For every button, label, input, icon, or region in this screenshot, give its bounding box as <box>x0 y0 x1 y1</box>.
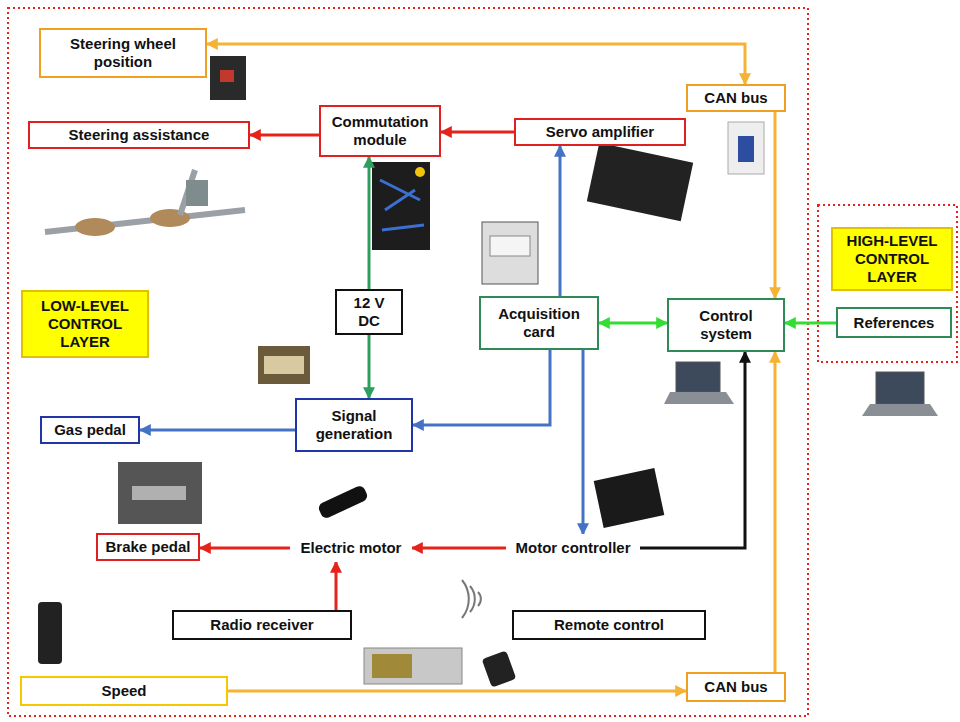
module-box: Commutation module <box>319 105 441 157</box>
rack-bar <box>45 210 245 232</box>
node-text: Gas pedal <box>54 421 126 439</box>
node-text: LOW-LEVEL CONTROL LAYER <box>29 297 141 351</box>
steering-sensor-photo <box>210 56 246 100</box>
signal-connector <box>774 112 777 298</box>
layer-label: LOW-LEVEL CONTROL LAYER <box>21 290 149 358</box>
signal-box: Signal generation <box>295 398 413 452</box>
laptop-screen <box>676 362 720 392</box>
pedal-box: Gas pedal <box>40 416 140 444</box>
motor-label-node: Electric motor <box>290 534 412 562</box>
signal-connector <box>140 429 295 432</box>
node-text: References <box>854 314 935 332</box>
power-module-photo <box>258 346 310 384</box>
control-box: Control system <box>667 298 785 352</box>
signal-connector <box>582 350 585 534</box>
node-text: 12 V DC <box>343 294 395 330</box>
node-text: Motor controller <box>516 539 631 557</box>
remote-box: Remote control <box>512 610 706 640</box>
signal-connector <box>441 131 514 134</box>
node-text: CAN bus <box>704 678 767 696</box>
pedals-photo <box>118 462 202 524</box>
actuator-box: Steering assistance <box>28 121 250 149</box>
electric-motor-photo <box>317 484 369 520</box>
signal-connector <box>250 134 319 137</box>
node-text: Steering assistance <box>69 126 210 144</box>
acquisition-card-label <box>490 236 530 256</box>
node-text: Servo amplifier <box>546 123 654 141</box>
node-text: Remote control <box>554 616 664 634</box>
signal-connector <box>368 157 371 289</box>
signal-connector <box>412 547 506 550</box>
laptop-base <box>862 404 938 416</box>
motor-controller-photo <box>594 468 665 528</box>
node-text: Commutation module <box>327 113 433 149</box>
node-text: Control system <box>675 307 777 343</box>
power-box: 12 V DC <box>335 289 403 335</box>
sensor-box: Steering wheel position <box>39 28 207 78</box>
pedal-box: Brake pedal <box>96 533 200 561</box>
laptop-icon <box>862 372 938 416</box>
signal-connector <box>335 562 338 610</box>
signal-connector <box>413 350 550 425</box>
signal-connector <box>785 322 836 325</box>
laptop-screen <box>876 372 924 404</box>
layer-label: HIGH-LEVEL CONTROL LAYER <box>831 227 953 291</box>
bus-box: CAN bus <box>686 84 786 112</box>
signal-connector <box>228 690 686 693</box>
pedal-part <box>132 486 186 500</box>
node-text: CAN bus <box>704 89 767 107</box>
laptop-icon <box>664 362 734 404</box>
node-text: Electric motor <box>301 539 402 557</box>
signal-connector <box>774 352 777 672</box>
commutation-photo <box>372 162 430 250</box>
controller-label-node: Motor controller <box>506 534 640 562</box>
node-text: Radio receiver <box>210 616 313 634</box>
signal-connector <box>559 146 562 296</box>
high-level-region <box>818 205 957 362</box>
steering-rack-illustration <box>45 170 245 236</box>
reference-box: References <box>836 307 952 338</box>
signal-connector <box>368 335 371 398</box>
signal-connector <box>640 352 745 548</box>
radio-waves <box>462 580 481 618</box>
bus-box: CAN bus <box>686 672 786 702</box>
radio-receiver-board <box>372 654 412 678</box>
commutation-wires <box>380 180 424 230</box>
signal-connector <box>599 322 667 325</box>
amplifier-box: Servo amplifier <box>514 118 686 146</box>
node-text: Steering wheel position <box>47 35 199 71</box>
node-text: Acquisition card <box>487 305 591 341</box>
low-level-region <box>8 8 808 716</box>
receiver-box: Radio receiver <box>172 610 352 640</box>
rack-boot <box>75 218 115 236</box>
node-text: Speed <box>101 682 146 700</box>
acquisition-card-photo <box>482 222 538 284</box>
card-box: Acquisition card <box>479 296 599 350</box>
laptop-base <box>664 392 734 404</box>
signal-connector <box>200 547 290 550</box>
steering-sensor-part <box>220 70 234 82</box>
can-adapter-photo <box>728 122 764 174</box>
node-text: HIGH-LEVEL CONTROL LAYER <box>839 232 945 286</box>
signal-connector <box>207 44 745 84</box>
can-adapter-part <box>738 136 754 162</box>
commutation-part <box>415 167 425 177</box>
steering-motor <box>186 180 208 206</box>
servo-amplifier-photo <box>587 143 693 222</box>
remote-control-photo <box>482 650 517 687</box>
node-text: Signal generation <box>303 407 405 443</box>
speed-sensor-photo <box>38 602 62 664</box>
radio-receiver-photo <box>364 648 462 684</box>
speed-box: Speed <box>20 676 228 706</box>
node-text: Brake pedal <box>105 538 190 556</box>
power-module-part <box>264 356 304 374</box>
